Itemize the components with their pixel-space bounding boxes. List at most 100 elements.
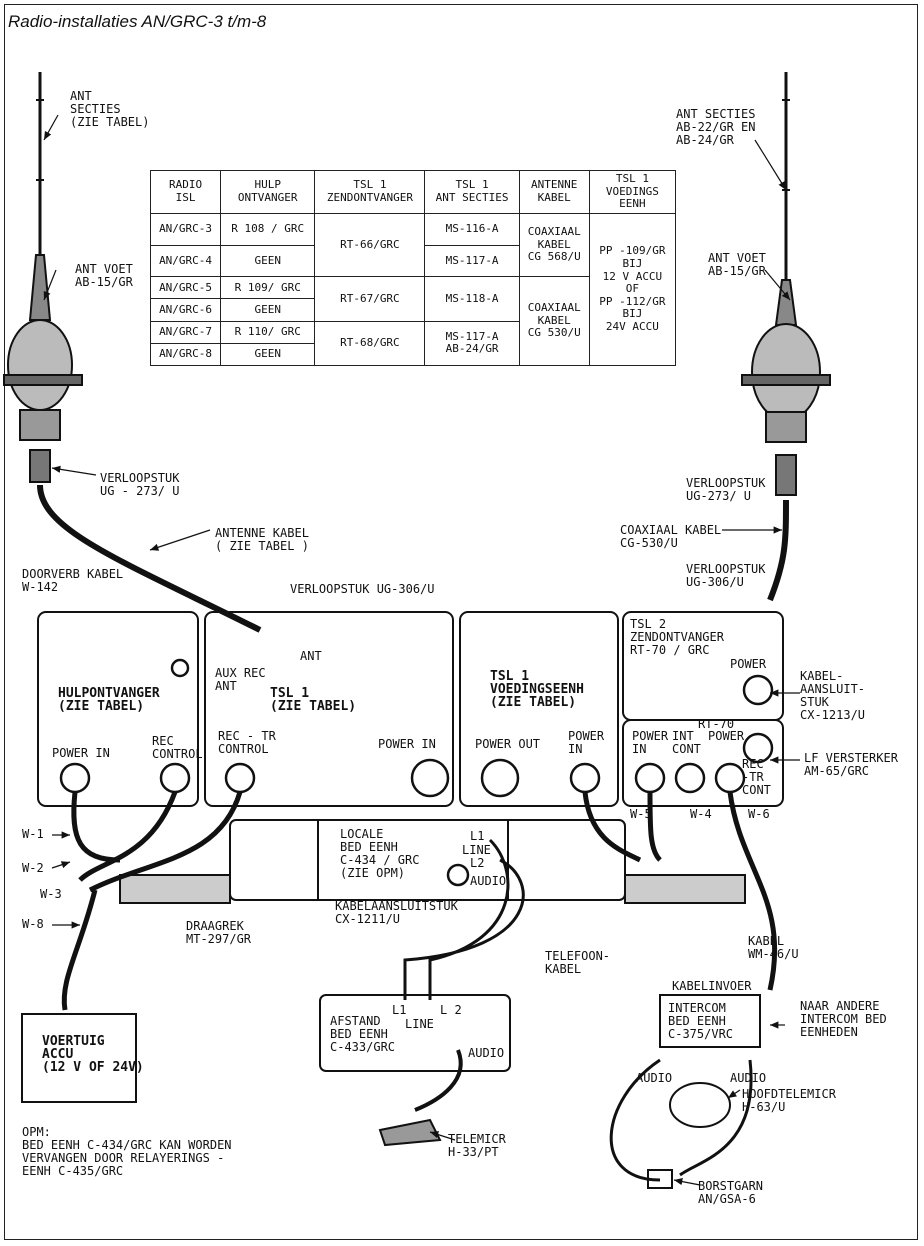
label-power-out: POWER OUT <box>475 737 540 751</box>
cell-zendontvanger: RT-66/GRC <box>314 212 426 278</box>
cell-zendontvanger: RT-68/GRC <box>314 320 426 367</box>
table-header-row: RADIO ISL HULP ONTVANGER TSL 1 ZENDONTVA… <box>149 170 677 214</box>
label-l1: L1 <box>470 829 484 843</box>
connectors <box>59 658 774 887</box>
table-row: AN/GRC-7 R 110/ GRC RT-68/GRC MS-117-A A… <box>149 320 676 367</box>
label-power-in: POWER IN <box>52 746 110 760</box>
label-verloopstuk-mid: VERLOOPSTUK UG-306/U <box>290 582 435 596</box>
cell-ant-secties: MS-117-A AB-24/GR <box>424 320 520 367</box>
label-l2: L2 <box>470 856 484 870</box>
label-afstand-line: LINE <box>405 1017 434 1031</box>
label-w2: W-2 <box>22 861 44 875</box>
table-row: AN/GRC-5 R 109/ GRC RT-67/GRC MS-118-A C… <box>149 276 676 366</box>
cell-antenne-kabel: COAXIAAL KABEL CG 530/U <box>518 276 590 366</box>
label-w4: W-4 <box>690 807 712 821</box>
header-voedings-eenh: TSL 1 VOEDINGS EENH <box>588 170 677 214</box>
cell-antenne-kabel: COAXIAAL KABEL CG 568/U <box>518 212 590 278</box>
label-w6: W-6 <box>748 807 770 821</box>
cell-hulp: R 109/ GRC <box>220 276 316 300</box>
label-afstand-l2: L 2 <box>440 1003 462 1017</box>
component-table: RADIO ISL HULP ONTVANGER TSL 1 ZENDONTVA… <box>149 170 677 367</box>
header-antenne-kabel: ANTENNE KABEL <box>518 170 590 214</box>
cell-radio: AN/GRC-6 <box>149 298 222 322</box>
label-w1: W-1 <box>22 827 44 841</box>
label-power-in-mid: POWER IN <box>378 737 436 751</box>
cell-ant-secties: MS-117-A <box>424 244 520 278</box>
label-w3: W-3 <box>40 887 62 901</box>
label-power: POWER <box>730 657 767 671</box>
table-row: AN/GRC-3 R 108 / GRC RT-66/GRC MS-116-A … <box>149 212 677 366</box>
leader-lines <box>43 114 800 1186</box>
page-title: Radio-installaties AN/GRC-3 t/m-8 <box>8 12 267 31</box>
cell-radio: AN/GRC-8 <box>149 342 222 367</box>
label-kabelinvoer: KABELINVOER <box>672 979 752 993</box>
other-boxes <box>21 994 761 1189</box>
label-tsl1: TSL 1(ZIE TABEL) <box>270 686 356 714</box>
label-hulpontvanger: HULPONTVANGER(ZIE TABEL) <box>58 686 160 714</box>
table-row: AN/GRC-6 GEEN <box>149 298 676 322</box>
cell-hulp: R 110/ GRC <box>220 320 316 344</box>
label-audio: AUDIO <box>470 874 506 888</box>
right-antenna <box>741 72 831 602</box>
label-afstand-audio: AUDIO <box>468 1046 504 1060</box>
table-row: AN/GRC-8 GEEN <box>149 342 676 367</box>
label-line: LINE <box>462 843 491 857</box>
header-zendontvanger: TSL 1 ZENDONTVANGER <box>314 170 426 214</box>
rack-units <box>37 611 784 904</box>
label-w5: W-5 <box>630 807 652 821</box>
cables <box>61 791 778 1182</box>
cell-radio: AN/GRC-5 <box>149 276 222 300</box>
label-audio-left: AUDIO <box>636 1071 672 1085</box>
cell-hulp: GEEN <box>220 244 316 278</box>
cell-zendontvanger: RT-67/GRC <box>314 276 426 322</box>
cell-hulp: R 108 / GRC <box>220 213 316 246</box>
cell-ant-secties: MS-118-A <box>424 276 520 322</box>
left-antenna <box>3 72 262 633</box>
label-rt70: RT-70 <box>698 717 734 731</box>
label-power2: POWER <box>708 729 745 743</box>
cell-radio: AN/GRC-3 <box>149 213 222 246</box>
label-antenne-kabel: ANTENNE KABEL( ZIE TABEL ) <box>215 526 309 553</box>
header-radio-isl: RADIO ISL <box>149 170 222 214</box>
label-w8: W-8 <box>22 917 44 931</box>
label-telefoonkabel: TELEFOON-KABEL <box>545 949 610 976</box>
cell-hulp: GEEN <box>220 342 316 367</box>
cell-voeding: PP -109/GR BIJ 12 V ACCU OF PP -112/GR B… <box>588 213 677 366</box>
label-afstand-l1: L1 <box>392 1003 406 1017</box>
cell-ant-secties: MS-116-A <box>424 213 520 246</box>
header-ant-secties: TSL 1 ANT SECTIES <box>424 170 520 214</box>
header-hulp-ontvanger: HULP ONTVANGER <box>220 170 316 214</box>
cell-radio: AN/GRC-4 <box>149 244 222 278</box>
cell-radio: AN/GRC-7 <box>149 320 222 344</box>
